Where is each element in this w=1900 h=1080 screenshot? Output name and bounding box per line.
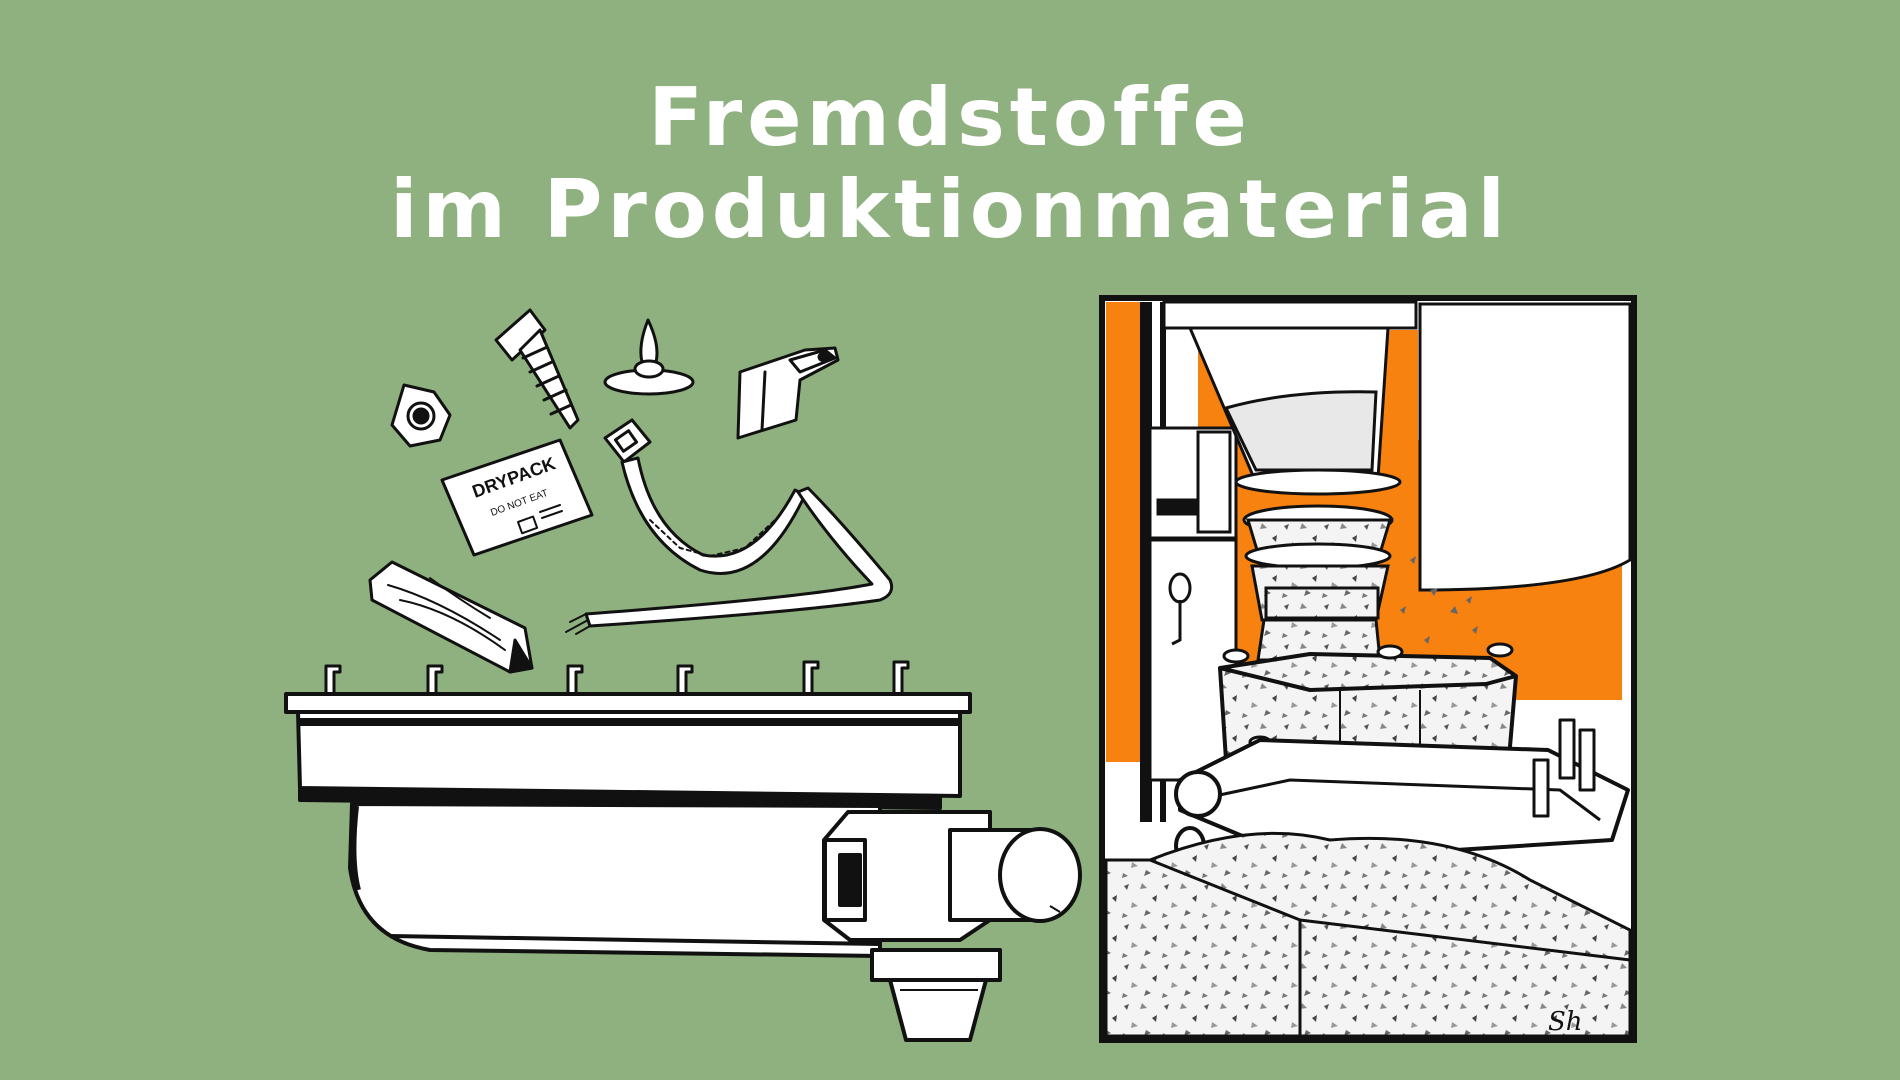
artist-signature: Sh (1548, 1007, 1583, 1037)
plastic-strip-icon (565, 486, 894, 635)
tablet-press-panel: Sh (1099, 295, 1637, 1043)
hopper (1162, 300, 1418, 662)
title-line-1: Fremdstoffe (648, 71, 1252, 164)
drypack-sachet: DRYPACK DO NOT EAT (440, 438, 594, 557)
particles (1400, 556, 1478, 644)
press-base (1174, 718, 1630, 866)
foreign-objects: DRYPACK DO NOT EAT (368, 308, 894, 674)
hex-nut-icon (390, 383, 452, 448)
metal-bracket-icon (736, 346, 840, 440)
title-line-2: im Produktionmaterial (390, 163, 1510, 256)
screw-icon (494, 308, 580, 430)
cable-tie-icon (603, 418, 807, 575)
rim-clips (324, 660, 910, 698)
page-title: Fremdstoffe im Produktionmaterial (0, 72, 1900, 256)
right-cabinet (1418, 302, 1632, 592)
vibratory-feeder-machine (284, 660, 1082, 1042)
thumbtack-icon (603, 318, 695, 396)
granulate-heap (1104, 831, 1632, 1038)
cabinet-door (1148, 426, 1238, 782)
wood-splinter-icon (368, 560, 534, 674)
